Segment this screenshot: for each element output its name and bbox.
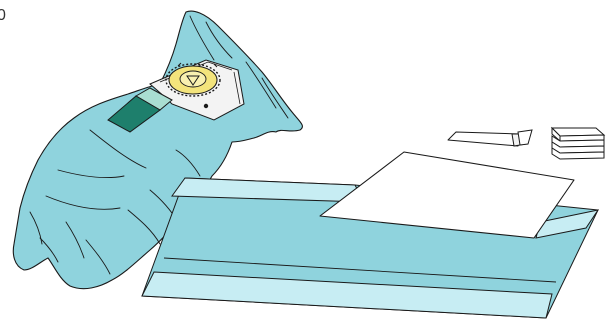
fastener-icon — [204, 104, 208, 108]
gauze-stack-icon — [552, 128, 604, 159]
adhesive-tape-strip-icon — [448, 130, 532, 146]
